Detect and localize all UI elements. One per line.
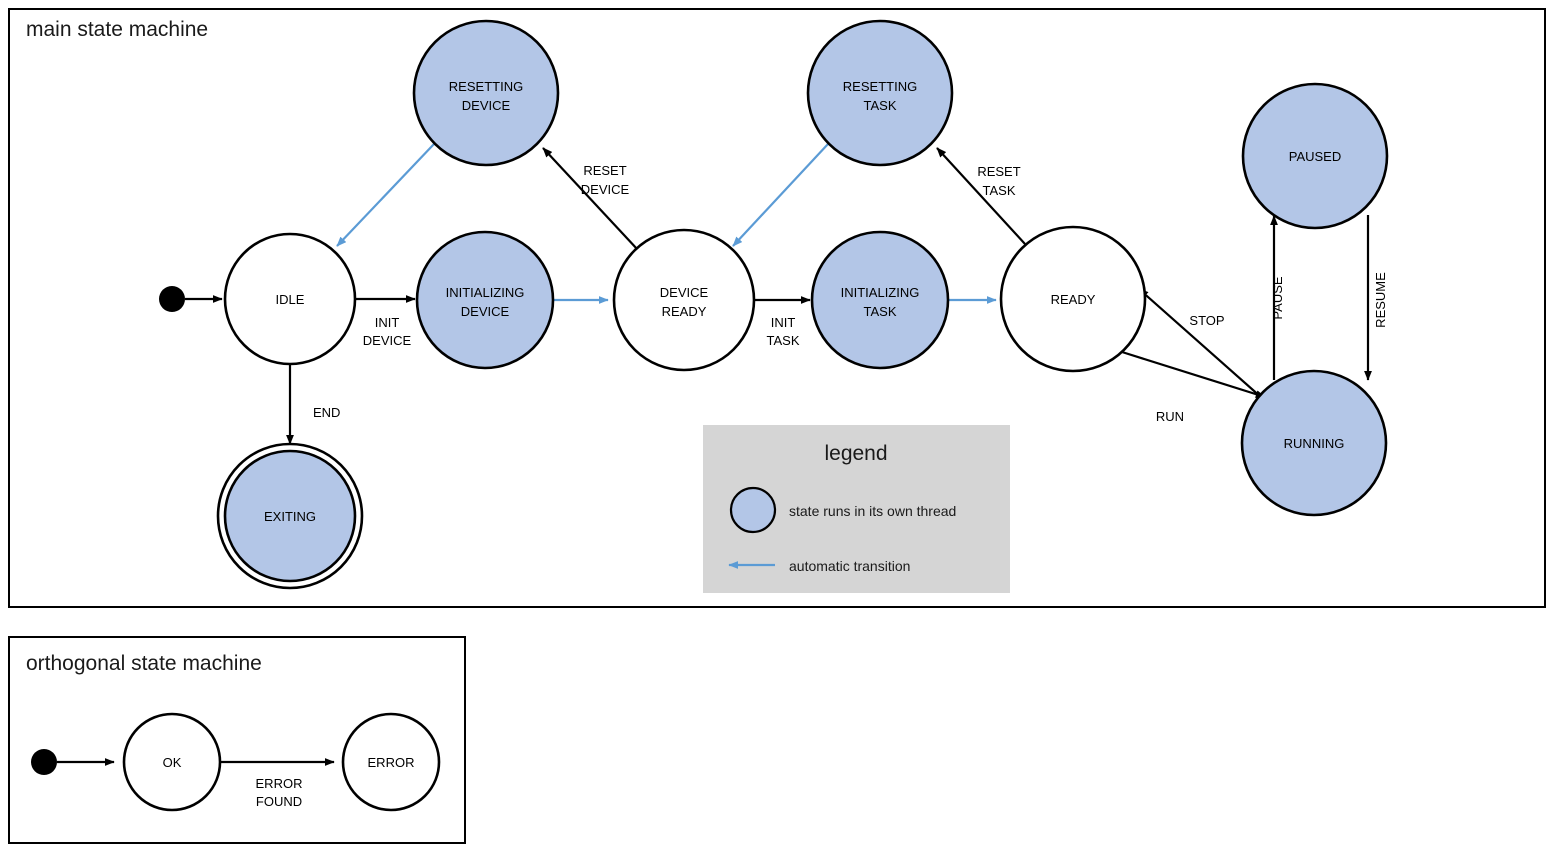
state-exiting[interactable]: EXITING — [216, 442, 364, 590]
edge-label-init-task-line2: TASK — [767, 333, 800, 348]
edge-label-resume: RESUME — [1373, 272, 1388, 328]
state-running-label: RUNNING — [1284, 436, 1345, 451]
edge-ready-to-running — [1121, 350, 1266, 399]
state-resetting-task-label-line1: RESETTING — [843, 79, 917, 94]
initial-pseudostate-main[interactable] — [159, 286, 185, 312]
edge-resetting-device-to-idle — [336, 143, 435, 247]
edge-label-reset-device-line2: DEVICE — [581, 182, 630, 197]
state-ok[interactable]: OK — [122, 712, 222, 812]
state-error[interactable]: ERROR — [341, 712, 441, 812]
state-ready-shape[interactable] — [999, 225, 1147, 373]
state-idle-label: IDLE — [276, 292, 305, 307]
legend-threaded-circle-icon — [729, 486, 777, 534]
state-resetting-task[interactable]: RESETTING TASK — [806, 19, 954, 167]
state-device-ready[interactable]: DEVICE READY — [612, 228, 756, 372]
state-idle[interactable]: IDLE — [223, 232, 357, 366]
main-states: IDLE RESETTING DEVICE INITIALIZING DEVIC… — [159, 19, 1389, 590]
state-running[interactable]: RUNNING — [1240, 369, 1388, 517]
state-exiting-shape[interactable] — [223, 449, 357, 583]
edge-label-init-task-line1: INIT — [771, 315, 796, 330]
state-initializing-task-label-line1: INITIALIZING — [841, 285, 920, 300]
orthogonal-frame-title: orthogonal state machine — [26, 652, 262, 675]
state-paused[interactable]: PAUSED — [1241, 82, 1389, 230]
edge-label-run: RUN — [1156, 409, 1184, 424]
state-ready[interactable]: READY — [999, 225, 1147, 373]
orthogonal-states: OK ERROR — [31, 712, 441, 812]
main-frame-title: main state machine — [26, 18, 208, 41]
legend-title: legend — [824, 442, 887, 465]
state-initializing-task[interactable]: INITIALIZING TASK — [810, 230, 950, 370]
state-initializing-device[interactable]: INITIALIZING DEVICE — [415, 230, 555, 370]
legend-item-automatic-transition: automatic transition — [728, 558, 910, 574]
legend: legend state runs in its own thread auto… — [703, 425, 1010, 593]
initial-pseudostate-orthogonal[interactable] — [31, 749, 57, 775]
state-idle-shape[interactable] — [223, 232, 357, 366]
orthogonal-transitions: ERROR FOUND — [57, 758, 335, 809]
edge-label-reset-task-line2: TASK — [983, 183, 1016, 198]
state-device-ready-label-line2: READY — [662, 304, 707, 319]
state-resetting-device-label-line2: DEVICE — [462, 98, 511, 113]
state-initializing-device-label-line1: INITIALIZING — [446, 285, 525, 300]
state-resetting-device[interactable]: RESETTING DEVICE — [412, 19, 560, 167]
state-resetting-device-label-line1: RESETTING — [449, 79, 523, 94]
state-ok-label: OK — [163, 755, 182, 770]
legend-threaded-state-text: state runs in its own thread — [789, 503, 956, 519]
state-initializing-device-label-line2: DEVICE — [461, 304, 510, 319]
edge-label-error-found-line1: ERROR — [256, 776, 303, 791]
edge-device-ready-to-resetting-device — [542, 147, 638, 250]
edge-label-init-device-line1: INIT — [375, 315, 400, 330]
edge-label-reset-task-line1: RESET — [977, 164, 1020, 179]
state-device-ready-label-line1: DEVICE — [660, 285, 709, 300]
state-resetting-task-label-line2: TASK — [864, 98, 897, 113]
legend-item-threaded-state: state runs in its own thread — [729, 486, 956, 534]
edge-label-init-device-line2: DEVICE — [363, 333, 412, 348]
state-ready-label: READY — [1051, 292, 1096, 307]
edge-label-end: END — [313, 405, 340, 420]
legend-automatic-transition-text: automatic transition — [789, 558, 910, 574]
state-paused-shape[interactable] — [1241, 82, 1389, 230]
edge-resetting-task-to-device-ready — [732, 143, 829, 247]
state-initializing-device-shape[interactable] — [415, 230, 555, 370]
edge-running-to-ready — [1138, 288, 1263, 399]
edge-label-stop: STOP — [1189, 313, 1224, 328]
state-paused-label: PAUSED — [1289, 149, 1342, 164]
edge-ready-to-resetting-task — [936, 147, 1026, 245]
edge-label-reset-device-line1: RESET — [583, 163, 626, 178]
state-device-ready-shape[interactable] — [612, 228, 756, 372]
state-initializing-task-shape[interactable] — [810, 230, 950, 370]
state-exiting-label: EXITING — [264, 509, 316, 524]
edge-label-pause: PAUSE — [1270, 276, 1285, 319]
state-error-label: ERROR — [368, 755, 415, 770]
state-initializing-task-label-line2: TASK — [864, 304, 897, 319]
state-error-shape[interactable] — [341, 712, 441, 812]
state-exiting-outer-ring — [216, 442, 364, 590]
state-resetting-device-shape[interactable] — [412, 19, 560, 167]
main-transitions: INIT DEVICE END RESET DEVICE INIT TASK — [185, 143, 1388, 445]
state-running-shape[interactable] — [1240, 369, 1388, 517]
state-ok-shape[interactable] — [122, 712, 222, 812]
state-resetting-task-shape[interactable] — [806, 19, 954, 167]
edge-label-error-found-line2: FOUND — [256, 794, 302, 809]
